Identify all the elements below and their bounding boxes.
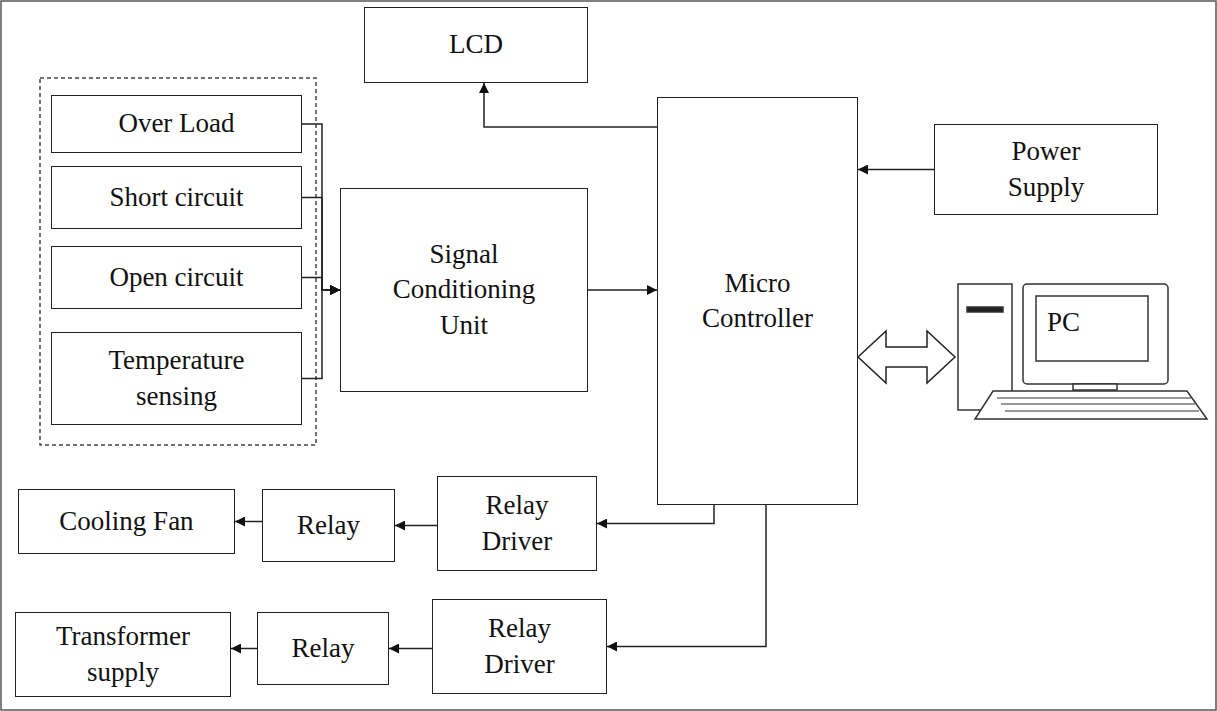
node-label: Relay bbox=[288, 631, 359, 666]
sensor-group-outline bbox=[40, 78, 316, 445]
monitor-stand bbox=[1073, 384, 1117, 390]
output-box: Cooling Fan bbox=[18, 489, 235, 554]
keyboard-keys bbox=[997, 398, 1199, 411]
monitor-frame bbox=[1023, 284, 1168, 384]
node-label: Micro Controller bbox=[679, 266, 837, 336]
node-label: PC bbox=[1047, 305, 1080, 340]
controller-box: Micro Controller bbox=[657, 97, 858, 505]
sensor-box: Short circuit bbox=[51, 166, 302, 229]
driver-box: Relay Driver bbox=[437, 476, 597, 571]
node-label: Cooling Fan bbox=[55, 504, 197, 539]
supply-box: Power Supply bbox=[934, 124, 1158, 215]
signal-arrow bbox=[235, 521, 262, 523]
node-label: Over Load bbox=[114, 106, 238, 141]
double-arrow bbox=[858, 331, 955, 383]
output-box: Transformer supply bbox=[15, 612, 231, 697]
signal-arrow bbox=[302, 124, 340, 290]
sensor-box: Open circuit bbox=[51, 246, 302, 309]
signal-arrow bbox=[858, 169, 934, 171]
computer-illustration bbox=[955, 283, 1210, 423]
driver-box: Relay Driver bbox=[432, 599, 607, 694]
monitor-screen bbox=[1036, 296, 1148, 361]
signal-arrow bbox=[395, 525, 437, 527]
computer-icon: PC bbox=[955, 283, 1210, 423]
node-label: Relay Driver bbox=[458, 611, 581, 681]
signal-arrow bbox=[607, 505, 766, 647]
signal-arrow bbox=[231, 648, 257, 650]
signal-arrow bbox=[484, 83, 657, 127]
node-label: Transformer supply bbox=[32, 619, 215, 689]
signal-arrow bbox=[389, 648, 432, 650]
node-label: Signal Conditioning Unit bbox=[375, 237, 553, 342]
node-label: Relay bbox=[293, 508, 364, 543]
node-label: Relay Driver bbox=[456, 488, 579, 558]
signal-arrow bbox=[597, 505, 714, 524]
drive-slot bbox=[967, 307, 1003, 312]
node-label: Open circuit bbox=[105, 260, 247, 295]
signal-arrow bbox=[302, 278, 340, 291]
connectors bbox=[231, 83, 955, 649]
keyboard bbox=[975, 391, 1207, 419]
signal-arrow bbox=[302, 290, 340, 379]
sensor-box: Temperature sensing bbox=[51, 332, 302, 425]
process-box: Signal Conditioning Unit bbox=[340, 188, 588, 392]
relay-box: Relay bbox=[257, 612, 389, 685]
display-box: LCD bbox=[364, 7, 588, 83]
node-label: LCD bbox=[445, 27, 507, 62]
signal-arrow bbox=[588, 289, 657, 291]
sensor-box: Over Load bbox=[51, 95, 302, 153]
node-label: Power Supply bbox=[967, 134, 1125, 204]
node-label: Short circuit bbox=[105, 180, 247, 215]
signal-arrow bbox=[302, 198, 340, 291]
node-label: Temperature sensing bbox=[80, 343, 273, 413]
relay-box: Relay bbox=[262, 489, 395, 562]
